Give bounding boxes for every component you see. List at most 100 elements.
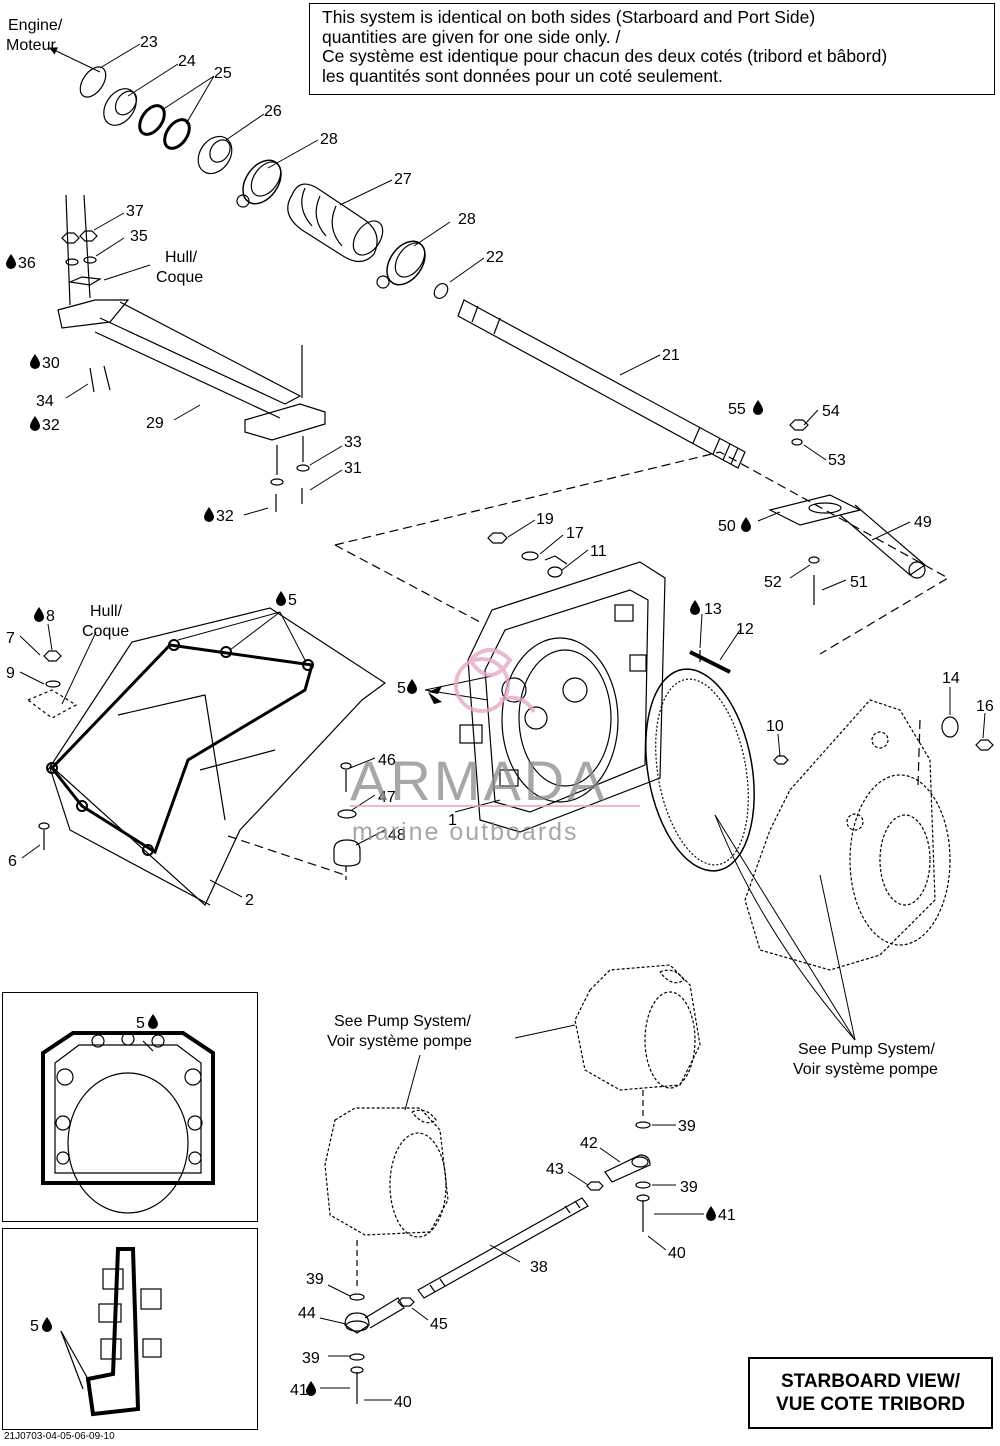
callout-25: 25 bbox=[214, 65, 232, 82]
callout-5a: 5 bbox=[288, 592, 297, 609]
gasket-5-outline bbox=[46, 639, 314, 856]
bolts-31 bbox=[270, 436, 310, 512]
callout-29: 29 bbox=[146, 415, 164, 432]
drop-icon-13 bbox=[690, 600, 700, 615]
callout-16: 16 bbox=[976, 698, 994, 715]
watermark-logo-icon bbox=[454, 648, 536, 714]
callout-31: 31 bbox=[344, 460, 362, 477]
callout-40a: 40 bbox=[668, 1245, 686, 1262]
label-engine-1: Engine/ bbox=[8, 17, 63, 34]
callout-39a: 39 bbox=[678, 1118, 696, 1135]
callout-34: 34 bbox=[36, 393, 54, 410]
callout-36: 36 bbox=[18, 255, 36, 272]
callout-39c: 39 bbox=[306, 1271, 324, 1288]
drop-icon-41a bbox=[706, 1206, 716, 1221]
callout-46: 46 bbox=[378, 752, 396, 769]
drop-icon-41b bbox=[306, 1381, 316, 1396]
callout-1: 1 bbox=[448, 812, 457, 829]
drop-icon-50 bbox=[741, 517, 751, 532]
callout-10: 10 bbox=[766, 718, 784, 735]
callout-26: 26 bbox=[264, 103, 282, 120]
washer-14-nut-16 bbox=[917, 716, 994, 786]
rod-38 bbox=[417, 1197, 589, 1299]
label-see-pump-left-1: See Pump System/ bbox=[334, 1013, 472, 1030]
callout-28b: 28 bbox=[458, 211, 476, 228]
label-see-pump-right-2: Voir système pompe bbox=[793, 1061, 938, 1078]
label-hull-left-1: Hull/ bbox=[90, 603, 123, 620]
note-box: This system is identical on both sides (… bbox=[309, 3, 995, 95]
callout-11: 11 bbox=[590, 543, 607, 560]
callout-35: 35 bbox=[130, 228, 148, 245]
stud-12 bbox=[689, 650, 731, 674]
callout-49: 49 bbox=[914, 514, 932, 531]
ring-23 bbox=[79, 66, 107, 98]
callout-38: 38 bbox=[530, 1259, 548, 1276]
callout-28a: 28 bbox=[320, 131, 338, 148]
label-hull-top-1: Hull/ bbox=[165, 249, 198, 266]
clamp-28-lower bbox=[376, 240, 426, 289]
callout-40b: 40 bbox=[394, 1394, 412, 1411]
bolt-46-washer-47-mount-48 bbox=[333, 762, 361, 880]
callout-12: 12 bbox=[736, 621, 754, 638]
callout-21: 21 bbox=[662, 347, 680, 364]
callout-24: 24 bbox=[178, 53, 196, 70]
boot-27 bbox=[287, 183, 384, 263]
callout-39d: 39 bbox=[302, 1350, 320, 1367]
inset-gasket-side bbox=[2, 1228, 258, 1430]
callout-39b: 39 bbox=[680, 1179, 698, 1196]
nut-19-washers-17-11 bbox=[487, 532, 563, 578]
watermark-title: ARMADA bbox=[350, 749, 608, 812]
o-rings-25 bbox=[138, 104, 191, 150]
washers-39-top bbox=[635, 1090, 651, 1232]
callout-7: 7 bbox=[6, 630, 15, 647]
callout-45: 45 bbox=[430, 1316, 448, 1333]
note-line-2: quantities are given for one side only. … bbox=[322, 26, 621, 47]
drop-icon-55 bbox=[753, 400, 763, 415]
callout-47: 47 bbox=[378, 789, 396, 806]
callout-9: 9 bbox=[6, 665, 15, 682]
view-label-line-2: VUE COTE TRIBORD bbox=[776, 1394, 965, 1415]
spacer-22 bbox=[433, 282, 449, 300]
callout-51: 51 bbox=[850, 574, 868, 591]
washers-39-bottom bbox=[349, 1240, 365, 1404]
label-hull-top-2: Coque bbox=[156, 269, 203, 286]
callout-43: 43 bbox=[546, 1161, 564, 1178]
callout-41b: 41 bbox=[290, 1382, 308, 1399]
callout-33: 33 bbox=[344, 434, 362, 451]
drop-icon-5a bbox=[276, 591, 286, 606]
pump-system-upper bbox=[574, 964, 701, 1091]
ball-joint-42 bbox=[604, 1154, 651, 1183]
callout-17: 17 bbox=[566, 525, 584, 542]
callout-numbers: 23 24 25 26 28 27 28 22 21 37 35 36 30 3… bbox=[6, 17, 994, 1411]
drop-icon-8 bbox=[34, 607, 44, 622]
callout-52: 52 bbox=[764, 574, 782, 591]
callout-19: 19 bbox=[536, 511, 554, 528]
hull-plate-2 bbox=[47, 607, 387, 906]
callout-50: 50 bbox=[718, 518, 736, 535]
label-hull-left-2: Coque bbox=[82, 623, 129, 640]
callout-22: 22 bbox=[486, 249, 504, 266]
clamp-28-upper bbox=[236, 159, 282, 208]
callout-27: 27 bbox=[394, 171, 412, 188]
screw-6 bbox=[38, 822, 50, 850]
drive-shaft-21 bbox=[457, 299, 746, 469]
support-29 bbox=[57, 194, 326, 441]
watermark-subtitle: marine outboards bbox=[352, 818, 579, 846]
view-label-line-1: STARBOARD VIEW/ bbox=[780, 1371, 961, 1392]
callout-32b: 32 bbox=[216, 508, 234, 525]
inset-front-drawing bbox=[41, 1031, 215, 1214]
callout-8: 8 bbox=[46, 608, 55, 625]
nut-37 bbox=[79, 230, 98, 242]
inset-gasket-front bbox=[2, 992, 258, 1222]
nut-36 bbox=[61, 232, 80, 266]
label-engine-2: Moteur bbox=[6, 37, 56, 54]
washer-35 bbox=[83, 256, 97, 264]
drop-icon-5d bbox=[42, 1317, 52, 1332]
pump-system-lower bbox=[324, 1107, 449, 1238]
plate-hull bbox=[67, 276, 102, 286]
callout-6: 6 bbox=[8, 853, 17, 870]
callout-2: 2 bbox=[245, 892, 254, 909]
nut-45 bbox=[397, 1297, 415, 1307]
drop-icon-32b bbox=[204, 507, 214, 522]
